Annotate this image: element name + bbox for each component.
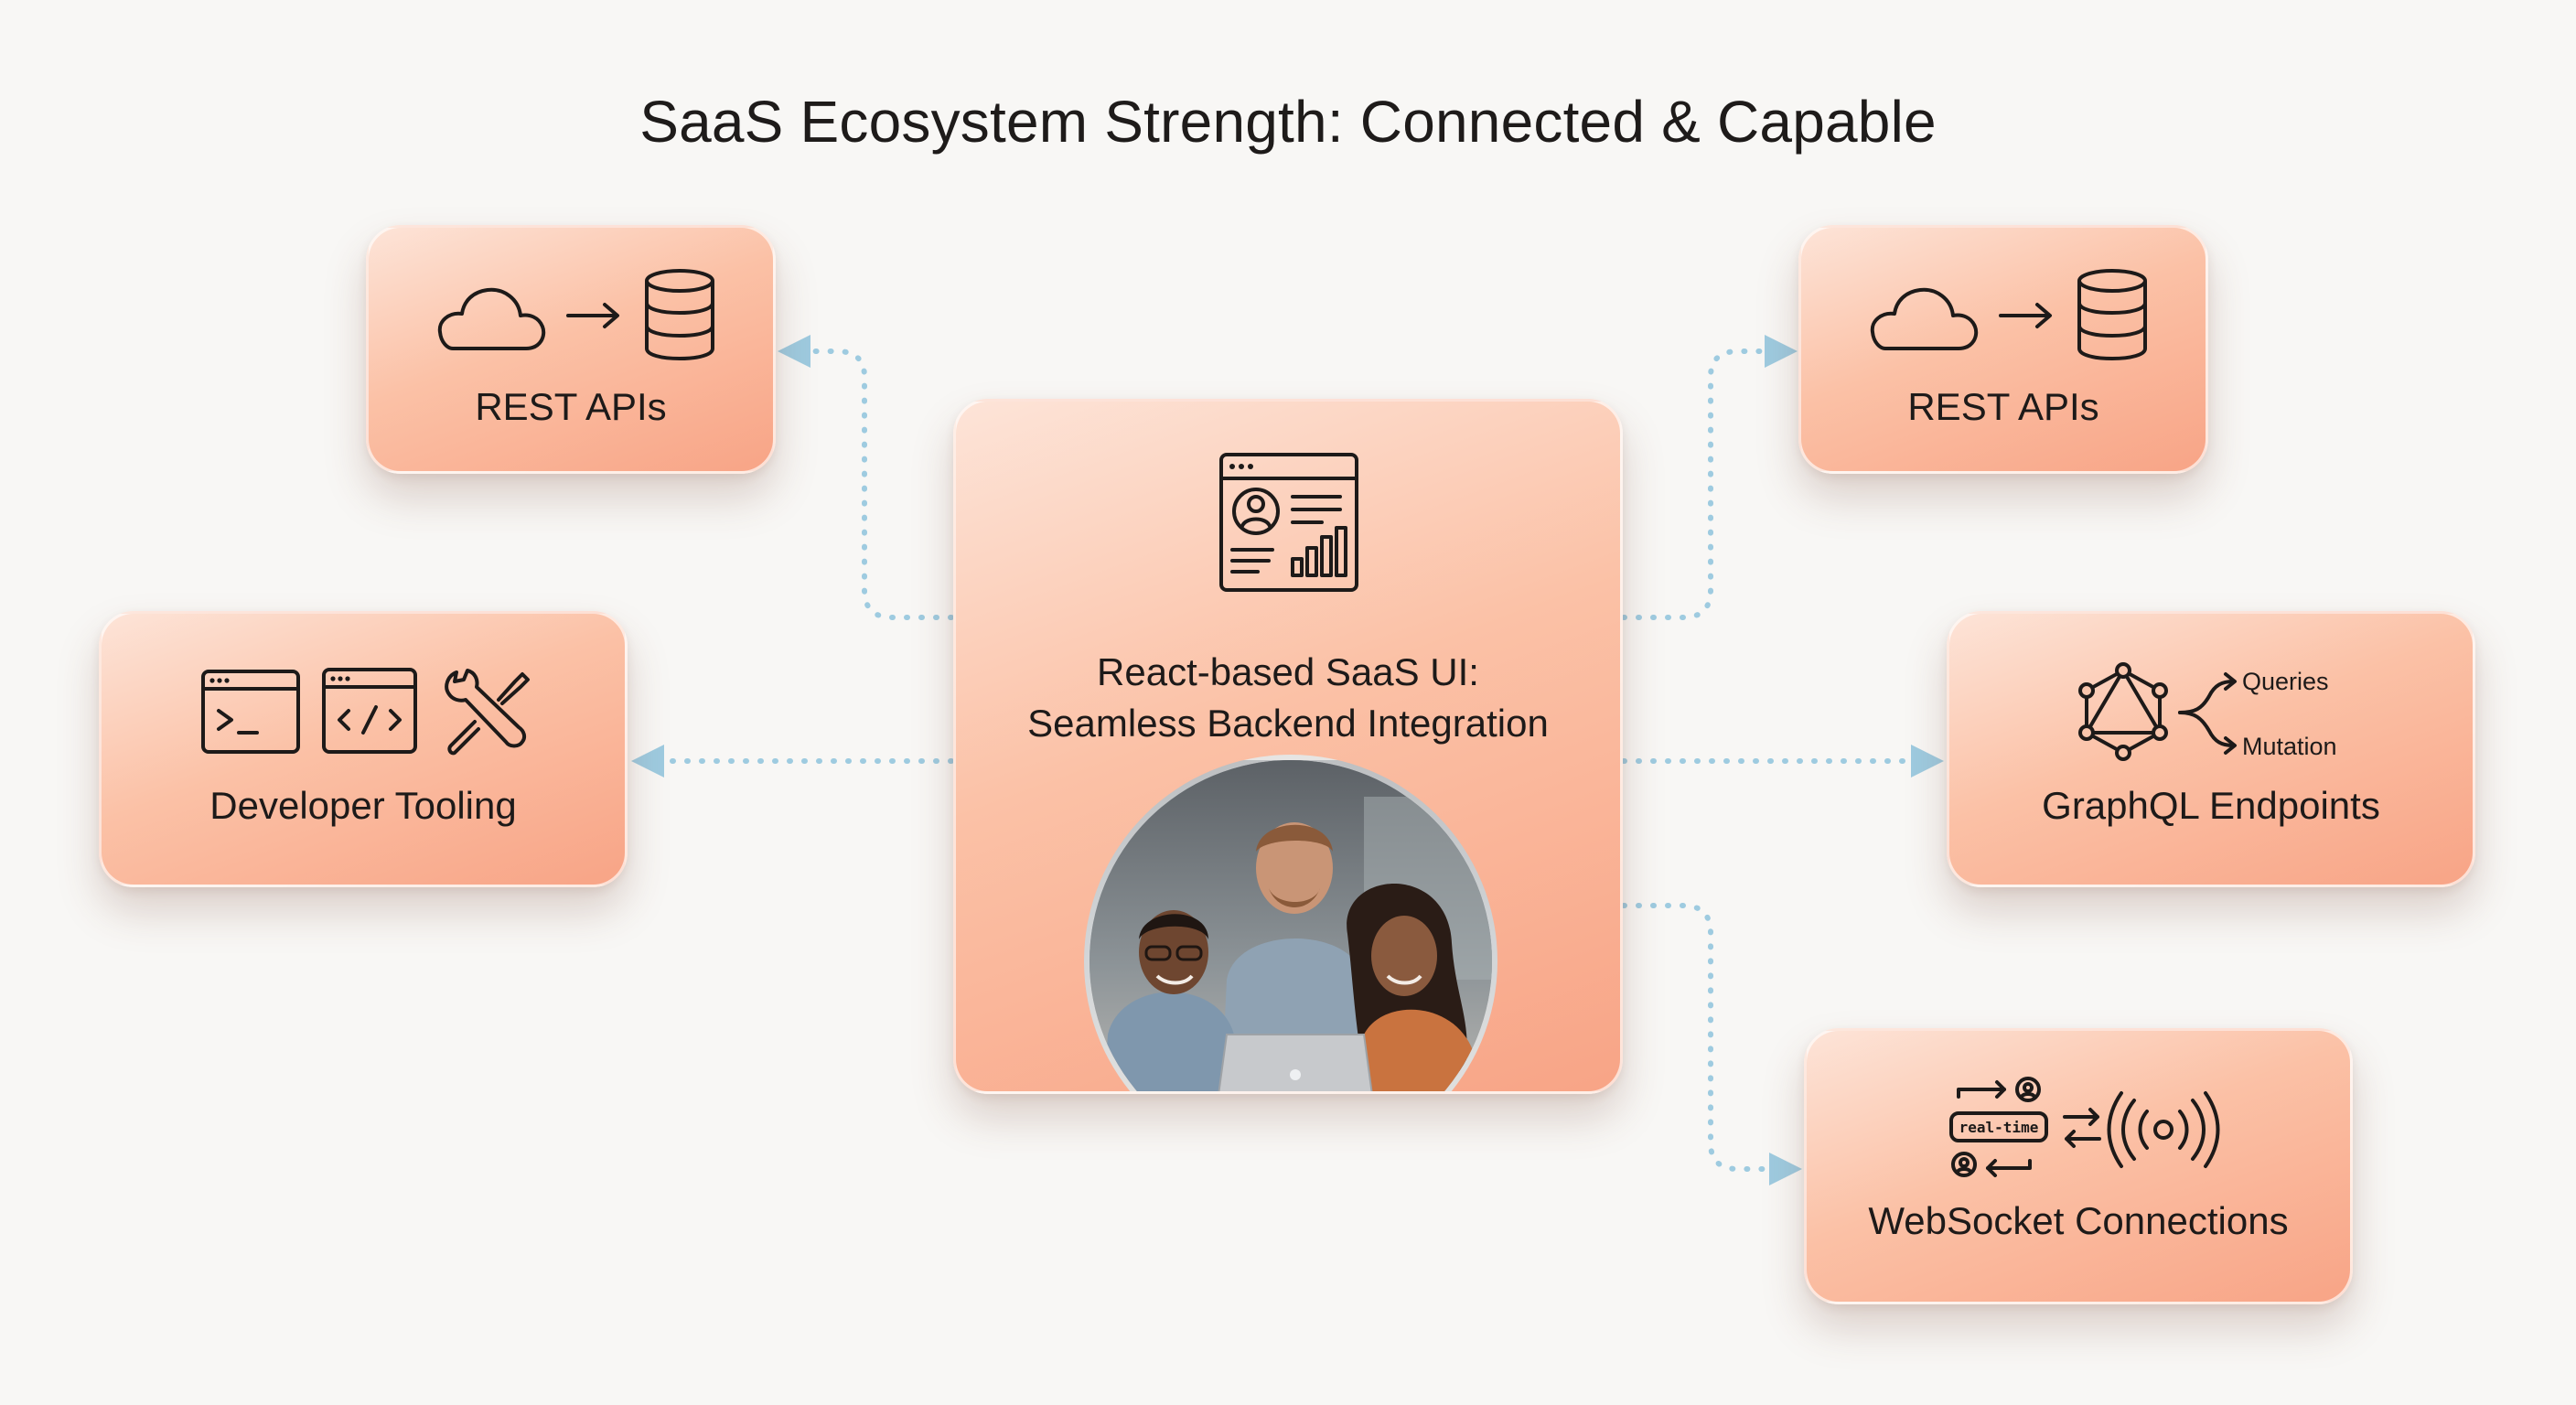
graphql-queries-label: Queries: [2242, 668, 2329, 695]
arrowhead-rest-left: [778, 335, 810, 368]
graphql-mutation-label: Mutation: [2242, 733, 2337, 760]
center-react-saas-card: React-based SaaS UI: Seamless Backend In…: [953, 399, 1623, 1094]
tools-icon: [438, 665, 533, 760]
arrow-right-icon: [564, 299, 623, 332]
connector-rest-left: [802, 349, 954, 620]
dashboard-window-icon: [1218, 451, 1360, 594]
team-photo: [1084, 755, 1497, 1091]
arrowhead-rest-right: [1765, 335, 1798, 368]
connector-websocket: [1621, 903, 1777, 1172]
broadcast-icon: [2107, 1091, 2220, 1168]
connector-rest-right: [1621, 349, 1773, 620]
center-title-line-1: React-based SaaS UI:: [1097, 650, 1479, 693]
arrowhead-websocket: [1769, 1153, 1802, 1185]
swap-arrows-icon: [2061, 1102, 2103, 1153]
terminal-icon: [200, 669, 301, 755]
developer-tooling-card: Developer Tooling: [99, 611, 628, 887]
center-title: React-based SaaS UI: Seamless Backend In…: [956, 647, 1620, 749]
user-exchange-icon: real-time: [1948, 1077, 2050, 1179]
rest-apis-left-label: REST APIs: [475, 385, 667, 428]
realtime-badge-label: real-time: [1959, 1119, 2039, 1136]
arrow-right-icon: [1997, 299, 2055, 332]
websocket-connections-card: real-time WebSocket Connections: [1804, 1028, 2353, 1304]
database-icon: [2076, 268, 2149, 361]
websocket-connections-label: WebSocket Connections: [1868, 1199, 2289, 1242]
rest-apis-left-card: REST APIs: [366, 225, 776, 474]
rest-apis-right-card: REST APIs: [1798, 225, 2208, 474]
rest-apis-right-label: REST APIs: [1907, 385, 2099, 428]
graphql-icon: [2076, 661, 2171, 762]
cloud-icon: [1863, 275, 1982, 358]
arrowhead-graphql: [1911, 745, 1944, 778]
developer-tooling-label: Developer Tooling: [209, 784, 517, 827]
database-icon: [643, 268, 716, 361]
graphql-endpoints-label: GraphQL Endpoints: [2042, 784, 2380, 827]
cloud-icon: [431, 275, 550, 358]
center-title-line-2: Seamless Backend Integration: [1027, 702, 1549, 745]
arrowhead-dev-tooling: [631, 745, 664, 778]
diagram-title: SaaS Ecosystem Strength: Connected & Cap…: [639, 89, 1937, 155]
code-window-icon: [321, 667, 418, 755]
